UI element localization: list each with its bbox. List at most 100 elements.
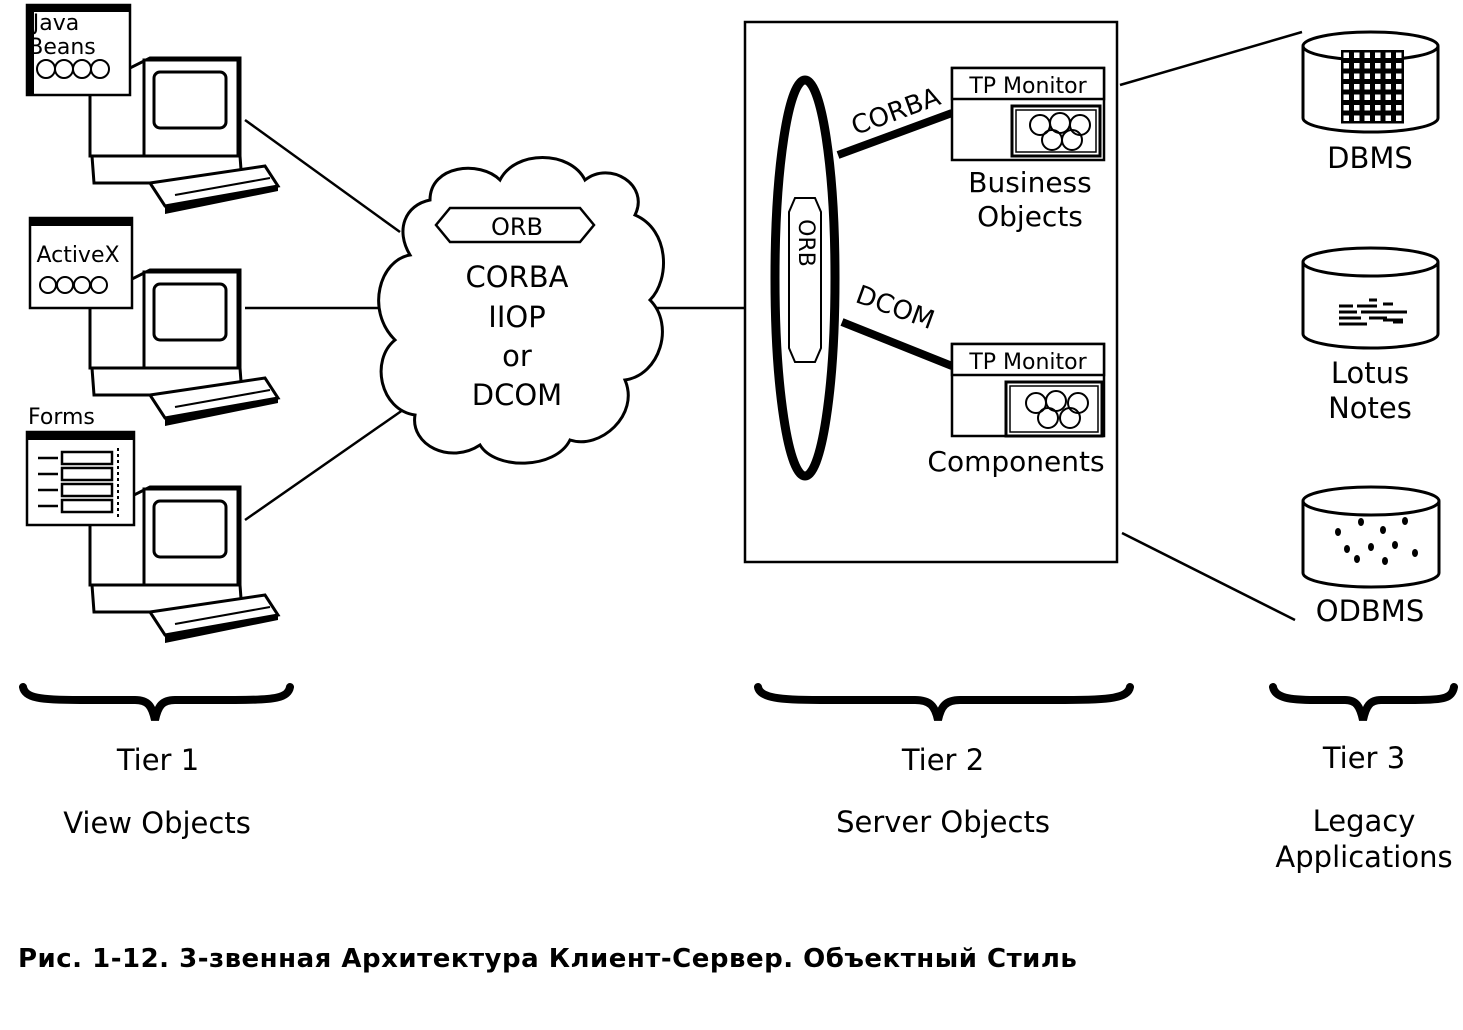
- store-part: [1385, 94, 1391, 100]
- server-orb-bus-icon: [788, 197, 822, 363]
- store-bars-cylinder: [1301, 246, 1440, 350]
- orb-bus-icon: [434, 206, 596, 244]
- store-part: [1396, 94, 1402, 100]
- tier3-desc-2: Applications: [1275, 840, 1452, 874]
- network-protocol-3: or: [502, 339, 532, 373]
- java-beans-window: Java Beans: [25, 3, 132, 97]
- computer-part: [174, 389, 271, 408]
- legacy-stores: [1301, 30, 1441, 589]
- network-protocol-2: IIOP: [488, 300, 545, 334]
- store-part: [1375, 52, 1381, 58]
- store-part: [1382, 557, 1388, 565]
- store-part: [1364, 84, 1370, 90]
- store-part: [1402, 517, 1408, 525]
- store-part: [1392, 541, 1398, 549]
- store-part: [1354, 84, 1360, 90]
- activex-window: ActiveX: [28, 216, 134, 310]
- store-part: [1380, 526, 1386, 534]
- network-protocol-1: CORBA: [466, 260, 569, 294]
- store-part: [1301, 246, 1440, 278]
- store-part: [1375, 115, 1381, 121]
- tp-monitor-label-2: TP Monitor: [968, 350, 1087, 375]
- keyboard-edge: [165, 398, 278, 426]
- store-part: [1343, 73, 1349, 79]
- store-part: [1385, 84, 1391, 90]
- store-part: [1354, 63, 1360, 69]
- store-part: [1364, 52, 1370, 58]
- store-part: [1354, 52, 1360, 58]
- components-label: Components: [927, 445, 1104, 478]
- activex-label: ActiveX: [36, 243, 119, 268]
- computer-part: [174, 177, 271, 196]
- tier1-desc: View Objects: [63, 806, 251, 840]
- computer-part: [152, 282, 228, 342]
- store-part: [1375, 84, 1381, 90]
- store-part: [1343, 52, 1349, 58]
- java-beans-label: Java: [31, 11, 79, 36]
- tier2-label: Tier 2: [901, 743, 984, 777]
- tp-monitor-business: TP Monitor: [950, 66, 1106, 162]
- keyboard-edge: [165, 186, 278, 214]
- store-part: [1364, 115, 1370, 121]
- figure-caption: Рис. 1-12. 3-звенная Архитектура Клиент-…: [18, 944, 1078, 974]
- tier1-label: Tier 1: [116, 743, 199, 777]
- store-part: [1385, 115, 1391, 121]
- business-objects-label-2: Objects: [977, 200, 1083, 233]
- store-part: [1354, 555, 1360, 563]
- client-cloud-links: [244, 118, 411, 522]
- odbms-label: ODBMS: [1316, 594, 1424, 628]
- store-part: [1354, 105, 1360, 111]
- store-part: [1396, 52, 1402, 58]
- store-part: [1343, 105, 1349, 111]
- store-part: [1375, 94, 1381, 100]
- store-part: [1343, 84, 1349, 90]
- store-part: [1396, 63, 1402, 69]
- store-part: [1375, 63, 1381, 69]
- business-objects-label: Business: [968, 166, 1091, 199]
- server-orb-letter-o: ORB: [793, 219, 818, 267]
- tier2-desc: Server Objects: [836, 805, 1050, 839]
- forms-window: Forms: [25, 405, 136, 527]
- store-part: [1396, 73, 1402, 79]
- store-part: [1375, 73, 1381, 79]
- store-part: [1385, 63, 1391, 69]
- store-grid-cylinder: [1301, 30, 1440, 134]
- tier1-brace: [19, 683, 294, 721]
- store-part: [1344, 545, 1350, 553]
- server-store-links: [1119, 30, 1303, 622]
- store-part: [1354, 94, 1360, 100]
- store-part: [1364, 73, 1370, 79]
- store-part: [1385, 73, 1391, 79]
- store-part: [1396, 84, 1402, 90]
- store-part: [1343, 63, 1349, 69]
- forms-label: Forms: [28, 405, 95, 430]
- store-part: [1341, 50, 1404, 124]
- network-orb-label: ORB: [491, 213, 543, 241]
- tier3-brace: [1269, 683, 1458, 721]
- network-protocol-4: DCOM: [472, 378, 562, 412]
- tier3-label: Tier 3: [1322, 741, 1405, 775]
- store-part: [1412, 549, 1418, 557]
- store-part: [1343, 115, 1349, 121]
- network-cloud: ORB CORBA IIOP or DCOM: [377, 156, 665, 465]
- store-part: [1364, 105, 1370, 111]
- store-part: [1354, 115, 1360, 121]
- store-part: [1358, 518, 1364, 526]
- computer-part: [152, 499, 228, 559]
- store-part: [1364, 94, 1370, 100]
- store-part: [1301, 485, 1441, 517]
- tp-monitor-label-1: TP Monitor: [968, 74, 1087, 99]
- tier3-desc-1: Legacy: [1313, 804, 1416, 838]
- store-part: [1385, 105, 1391, 111]
- computer-part: [174, 606, 271, 625]
- keyboard-edge: [165, 615, 278, 643]
- store-part: [1396, 115, 1402, 121]
- store-part: [1354, 73, 1360, 79]
- server-box: ORB CORBA DCOM TP Monitor Business Objec…: [743, 20, 1119, 564]
- tier2-brace: [754, 683, 1134, 721]
- store-part: [1385, 52, 1391, 58]
- lotus-notes-label-2: Notes: [1328, 391, 1412, 425]
- store-part: [1368, 543, 1374, 551]
- lotus-notes-label: Lotus: [1331, 356, 1409, 390]
